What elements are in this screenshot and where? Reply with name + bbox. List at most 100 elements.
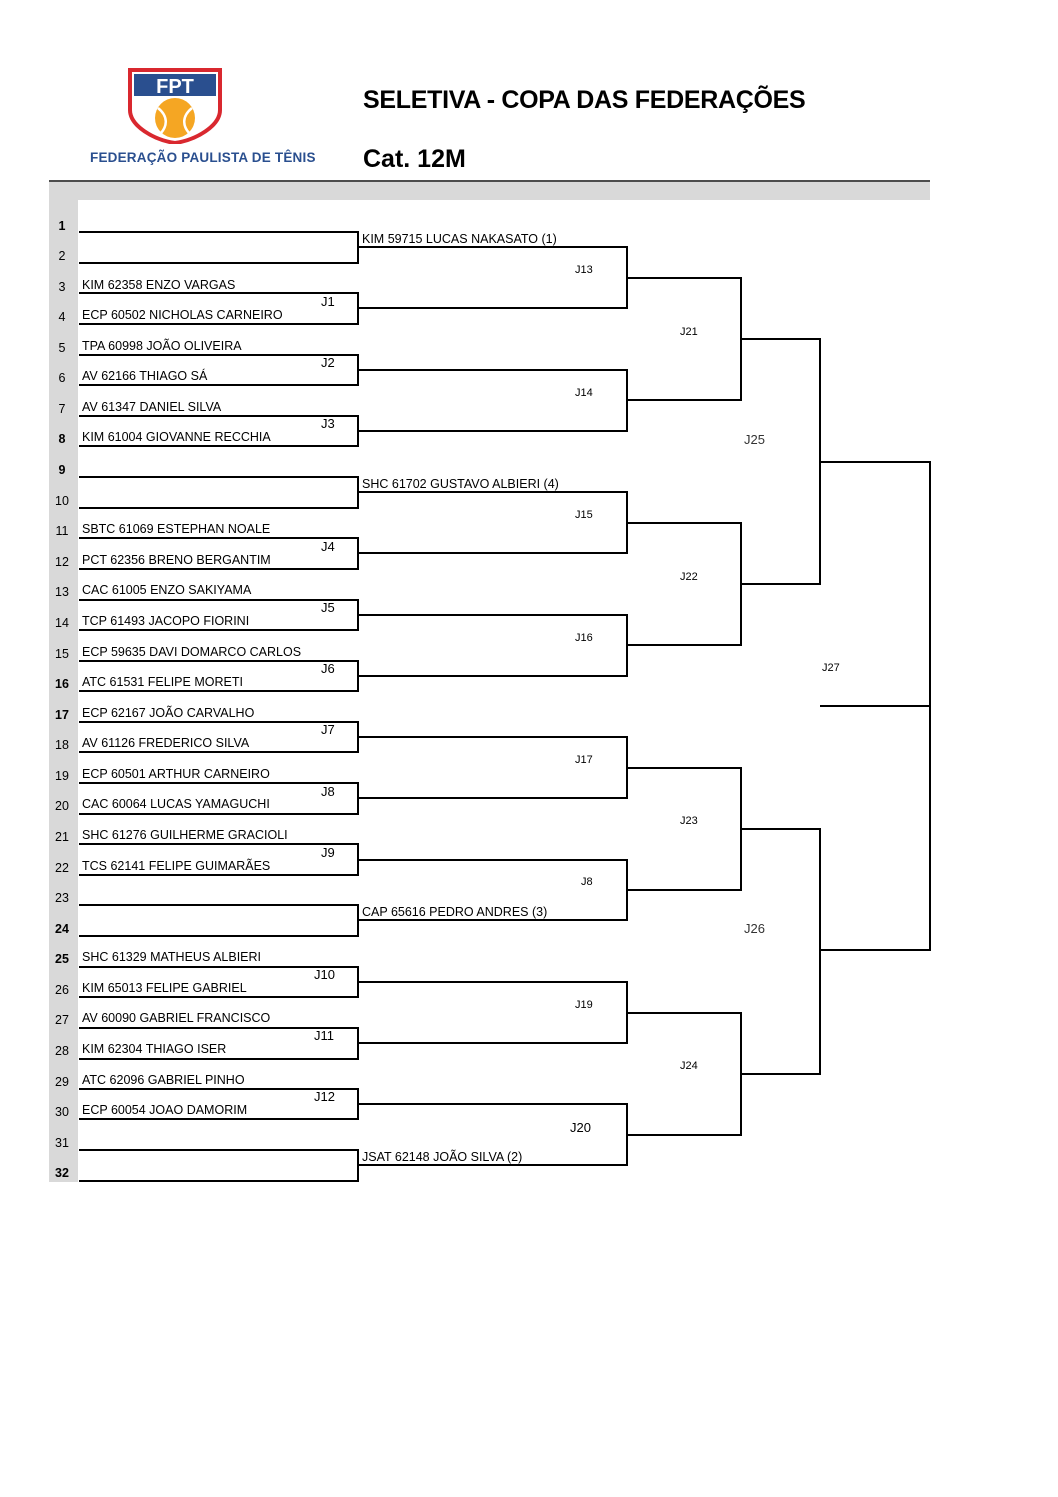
seeded-player: CAP 65616 PEDRO ANDRES (3) xyxy=(362,905,548,919)
match-label: J12 xyxy=(314,1089,335,1104)
page-title: SELETIVA - COPA DAS FEDERAÇÕES xyxy=(363,86,806,114)
slot-number: 19 xyxy=(55,769,69,783)
slot-number: 32 xyxy=(55,1166,69,1180)
bracket-r2-box-4 xyxy=(358,614,628,677)
match-label: J8 xyxy=(581,876,593,888)
logo-banner xyxy=(134,74,216,96)
slot-number: 2 xyxy=(58,249,66,263)
match-label: J5 xyxy=(321,600,335,615)
match-label: J19 xyxy=(575,999,593,1011)
match-label: J2 xyxy=(321,355,335,370)
player-entry: PCT 62356 BRENO BERGANTIM xyxy=(82,553,271,567)
slot-number: 8 xyxy=(58,432,66,446)
slot-number: 15 xyxy=(55,647,69,661)
slot-number: 14 xyxy=(55,616,69,630)
bracket-sf-box-1 xyxy=(741,338,821,585)
slot-number: 12 xyxy=(55,555,69,569)
player-entry: AV 62166 THIAGO SÁ xyxy=(82,369,208,383)
match-label: J14 xyxy=(575,387,593,399)
match-label: J4 xyxy=(321,539,335,554)
player-entry: ECP 62167 JOÃO CARVALHO xyxy=(82,706,255,720)
match-label: J26 xyxy=(744,921,765,936)
match-label: J10 xyxy=(314,967,335,982)
bracket-r2-box-5 xyxy=(358,736,628,799)
slot-number: 23 xyxy=(55,891,69,905)
slot-number: 17 xyxy=(55,708,69,722)
player-entry: AV 61126 FREDERICO SILVA xyxy=(82,736,250,750)
player-entry: TPA 60998 JOÃO OLIVEIRA xyxy=(82,339,242,353)
match-label: J7 xyxy=(321,722,335,737)
player-entry: AV 61347 DANIEL SILVA xyxy=(82,400,222,414)
slot-number: 16 xyxy=(55,677,69,691)
match-label: J11 xyxy=(314,1028,334,1043)
match-label: J3 xyxy=(321,416,335,431)
slot-number: 21 xyxy=(55,830,69,844)
slot-number: 20 xyxy=(55,799,69,813)
slot-number: 9 xyxy=(58,463,66,477)
match-label: J17 xyxy=(575,754,593,766)
bracket-r2-box-3 xyxy=(358,491,628,554)
seeded-player: KIM 59715 LUCAS NAKASATO (1) xyxy=(362,232,557,246)
logo-text: FPT xyxy=(156,76,194,98)
slot-number: 26 xyxy=(55,983,69,997)
player-entry: TCP 61493 JACOPO FIORINI xyxy=(82,614,250,628)
bracket-r2-box-1 xyxy=(358,246,628,309)
player-entry: SBTC 61069 ESTEPHAN NOALE xyxy=(82,522,271,536)
player-entry: KIM 65013 FELIPE GABRIEL xyxy=(82,981,247,995)
match-label: J13 xyxy=(575,264,593,276)
match-label: J27 xyxy=(822,662,840,674)
player-entry: ATC 61531 FELIPE MORETI xyxy=(82,675,243,689)
match-label: J9 xyxy=(321,845,335,860)
slot-number: 25 xyxy=(55,952,69,966)
match-label: J22 xyxy=(680,571,698,583)
bracket-r3-box-4 xyxy=(627,1012,742,1136)
match-label: J23 xyxy=(680,815,698,827)
slot-number: 27 xyxy=(55,1013,69,1027)
match-label: J1 xyxy=(321,294,335,309)
logo-ball-seam xyxy=(157,107,193,135)
bracket-r3-box-2 xyxy=(627,522,742,646)
match-label: J15 xyxy=(575,509,593,521)
player-entry: CAC 60064 LUCAS YAMAGUCHI xyxy=(82,797,270,811)
slot-number: 6 xyxy=(58,371,66,385)
slot-number: 30 xyxy=(55,1105,69,1119)
match-label: J6 xyxy=(321,661,335,676)
player-entry: ECP 60054 JOAO DAMORIM xyxy=(82,1103,248,1117)
seeded-player: JSAT 62148 JOÃO SILVA (2) xyxy=(362,1150,523,1164)
category-title: Cat. 12M xyxy=(363,145,466,173)
slot-number: 11 xyxy=(55,524,69,538)
bracket-r1-box-12 xyxy=(79,904,359,937)
slot-number: 3 xyxy=(58,280,66,294)
bracket-r3-box-3 xyxy=(627,767,742,891)
federation-name: FEDERAÇÃO PAULISTA DE TÊNIS xyxy=(90,150,316,165)
slot-number: 28 xyxy=(55,1044,69,1058)
match-label: J20 xyxy=(570,1120,591,1135)
slot-number: 24 xyxy=(55,922,69,936)
slot-number: 22 xyxy=(55,861,69,875)
player-entry: AV 60090 GABRIEL FRANCISCO xyxy=(82,1011,271,1025)
slot-number: 5 xyxy=(58,341,66,355)
bracket-r1-box-1 xyxy=(79,231,359,264)
player-entry: KIM 62304 THIAGO ISER xyxy=(82,1042,227,1056)
bracket-r2-box-7 xyxy=(358,981,628,1044)
match-label: J25 xyxy=(744,432,765,447)
slot-number: 1 xyxy=(58,219,66,233)
slot-number: 13 xyxy=(55,585,69,599)
slot-number: 10 xyxy=(55,494,69,508)
player-entry: ATC 62096 GABRIEL PINHO xyxy=(82,1073,245,1087)
seeded-player: SHC 61702 GUSTAVO ALBIERI (4) xyxy=(362,477,559,491)
bracket-sf-box-2 xyxy=(741,828,821,1075)
player-entry: ECP 60501 ARTHUR CARNEIRO xyxy=(82,767,270,781)
slot-number: 18 xyxy=(55,738,69,752)
slot-number: 7 xyxy=(58,402,66,416)
match-label: J21 xyxy=(680,326,698,338)
header-bar xyxy=(49,180,930,200)
slot-number: 29 xyxy=(55,1075,69,1089)
match-label: J24 xyxy=(680,1060,698,1072)
match-label: J8 xyxy=(321,784,335,799)
player-entry: SHC 61329 MATHEUS ALBIERI xyxy=(82,950,262,964)
player-entry: SHC 61276 GUILHERME GRACIOLI xyxy=(82,828,288,842)
match-label: J16 xyxy=(575,632,593,644)
bracket-r3-box-1 xyxy=(627,277,742,401)
